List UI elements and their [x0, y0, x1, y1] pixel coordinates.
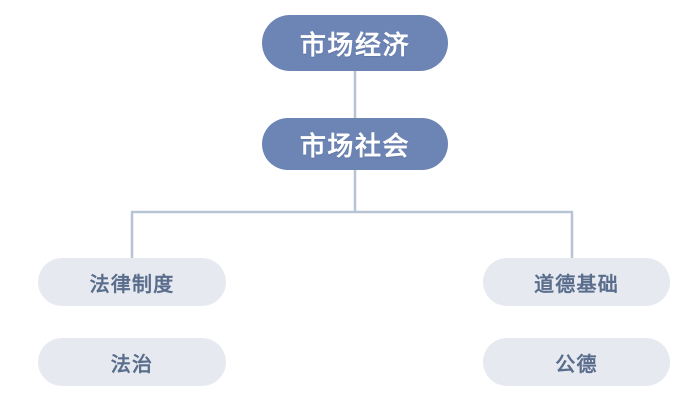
node-legal-system[interactable]: 法律制度	[38, 258, 226, 306]
node-moral-foundation[interactable]: 道德基础	[483, 258, 670, 306]
node-rule-of-law[interactable]: 法治	[38, 338, 226, 386]
node-public-morality[interactable]: 公德	[483, 338, 670, 386]
node-market-economy[interactable]: 市场经济	[262, 15, 448, 71]
node-market-society[interactable]: 市场社会	[262, 118, 448, 170]
